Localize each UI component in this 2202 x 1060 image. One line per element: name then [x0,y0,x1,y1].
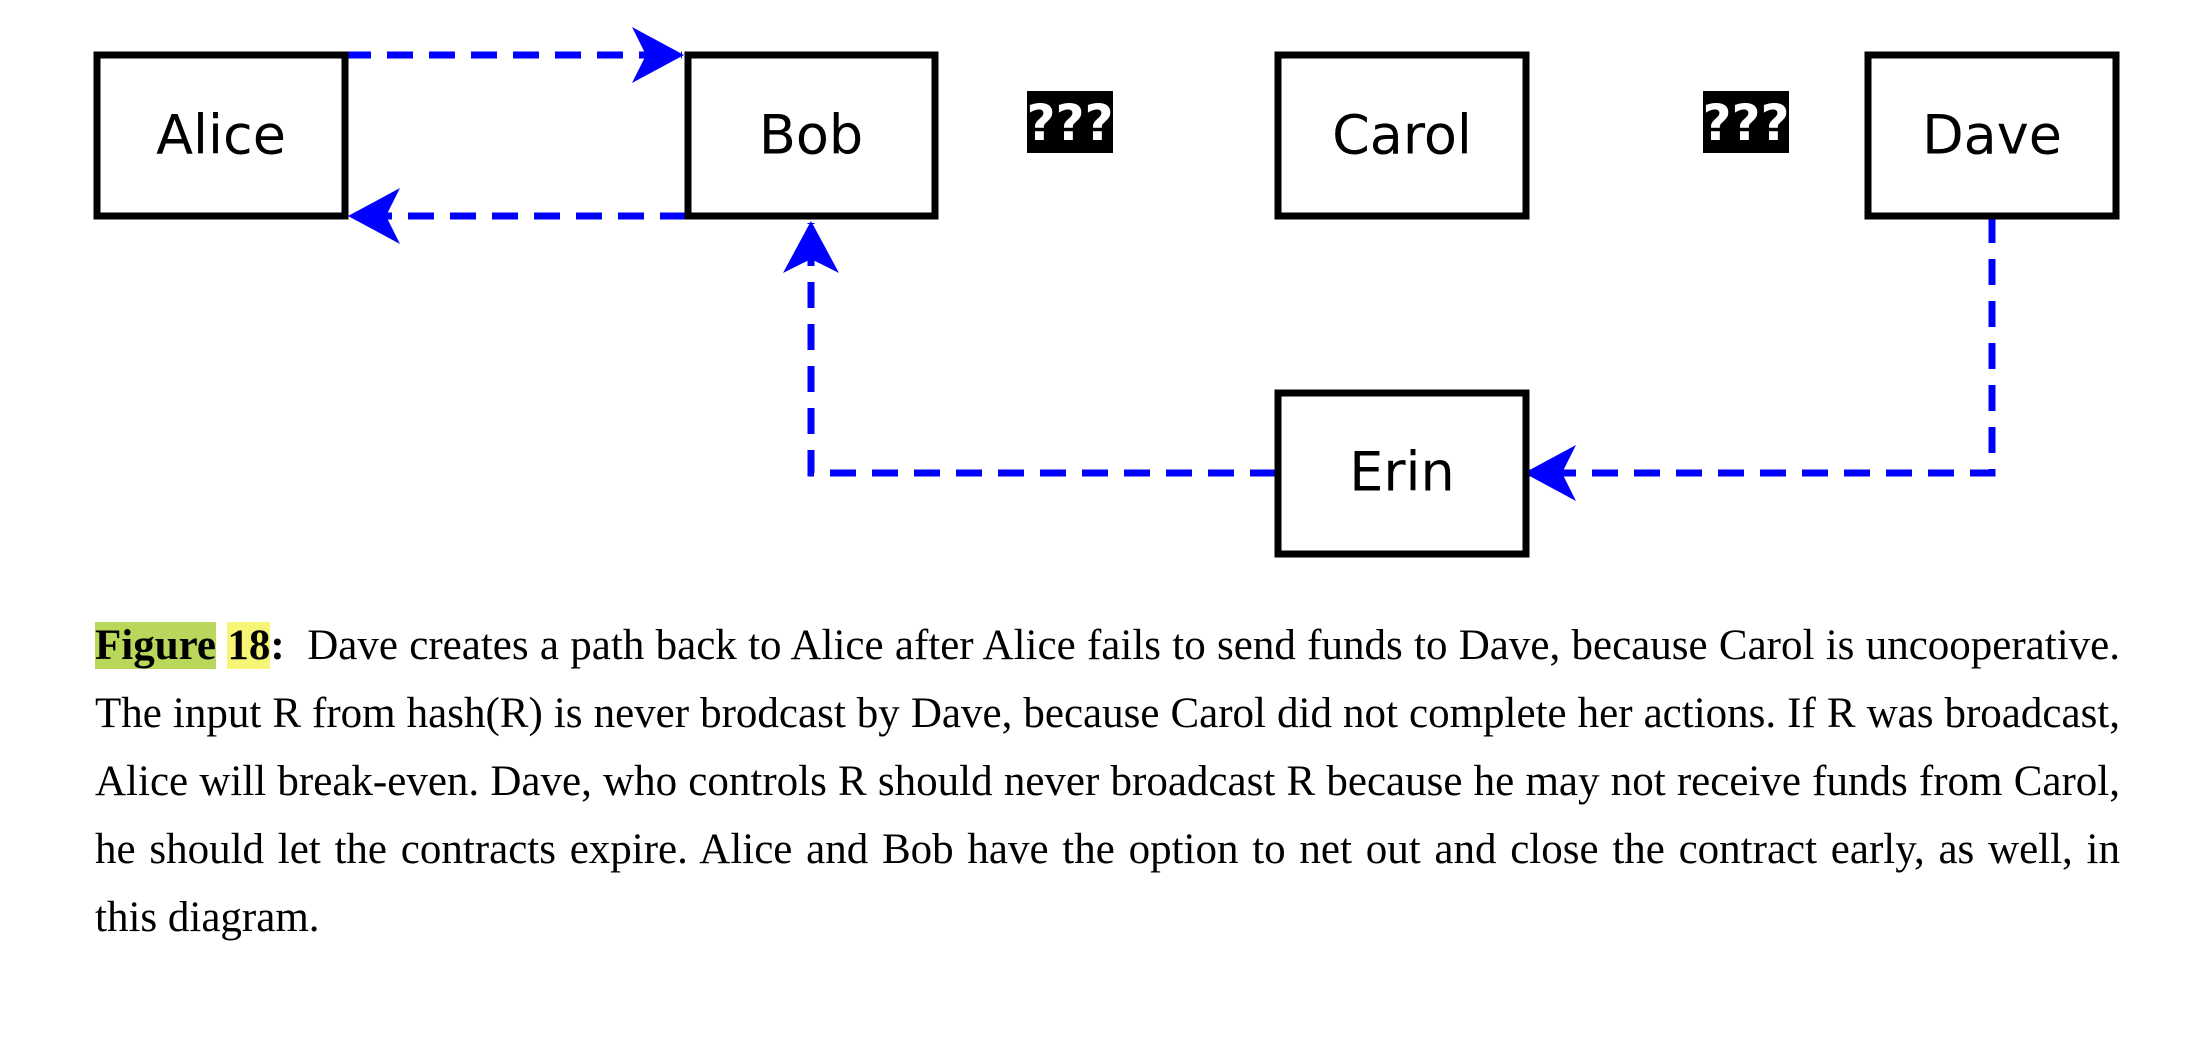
node-bob-label: Bob [759,104,863,167]
node-erin-label: Erin [1349,441,1455,504]
figure-caption: Figure 18: Dave creates a path back to A… [95,612,2120,952]
node-dave: Dave [1864,51,2120,220]
node-carol-label: Carol [1332,104,1472,167]
node-carol-box [1274,51,1530,220]
caption-text: Dave creates a path back to Alice after … [95,622,2120,941]
node-alice-box [93,51,349,220]
edges [345,27,1996,501]
node-alice: Alice [93,51,349,220]
node-carol: Carol [1274,51,1530,220]
edge-dave-to-erin [1524,217,1996,501]
node-bob: Bob [684,51,939,220]
node-alice-label: Alice [156,104,286,167]
payment-path-diagram: Alice Bob Carol Dave Erin ??? ??? [93,27,2120,558]
unknown-link-carol-dave-label: ??? [1702,94,1789,152]
edge-erin-to-bob [783,221,1276,477]
node-dave-box [1864,51,2120,220]
unknown-link-bob-carol: ??? [1026,91,1114,153]
unknown-link-carol-dave: ??? [1702,91,1790,153]
figure-number: 18 [227,622,271,669]
node-erin-box [1274,389,1530,558]
node-erin: Erin [1274,389,1530,558]
node-dave-label: Dave [1922,104,2062,167]
node-bob-box [684,51,939,220]
unknown-link-carol-dave-bg [1703,91,1789,153]
unknown-link-bob-carol-label: ??? [1026,94,1113,152]
unknown-link-bob-carol-bg [1027,91,1113,153]
figure-separator: : [270,622,285,669]
figure-label: Figure [95,622,217,669]
